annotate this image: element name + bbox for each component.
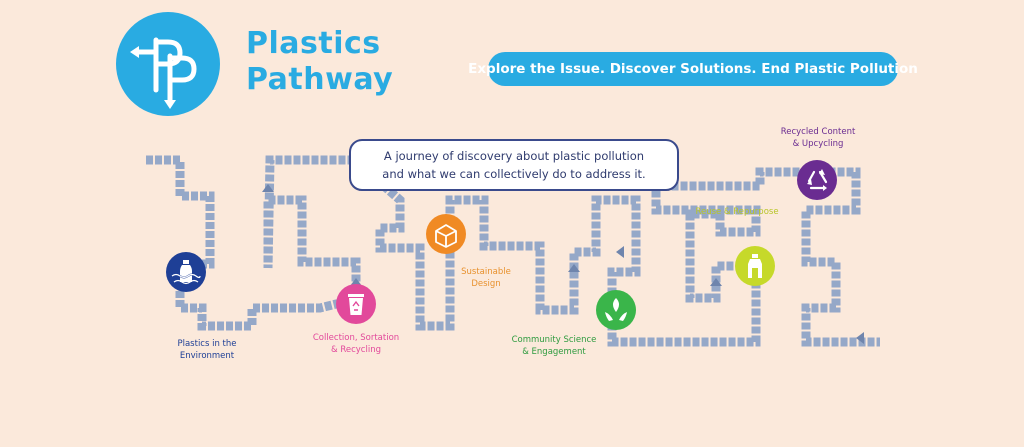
bottle-building-icon (748, 254, 762, 278)
recycle-triangle-icon (807, 169, 828, 191)
intro-line-1: A journey of discovery about plastic pol… (383, 149, 645, 163)
label-community-science-engagement[interactable]: Community Science & Engagement (502, 334, 606, 358)
pathway-arrow-icon (710, 278, 722, 286)
pathway-tiles (146, 155, 880, 347)
pp-arrows-logo-icon (130, 37, 197, 109)
recycling-bin-icon (348, 294, 364, 315)
title-line-1: Plastics (246, 26, 381, 61)
page-title: Plastics Pathway (246, 26, 393, 98)
label-line: Plastics in the (177, 339, 237, 349)
tagline-banner[interactable]: Explore the Issue. Discover Solutions. E… (468, 52, 918, 86)
label-line: Collection, Sortation (312, 333, 400, 343)
box-design-icon (435, 224, 457, 248)
title-line-2: Pathway (246, 62, 394, 97)
label-line: & Upcycling (792, 139, 844, 149)
label-line: Environment (179, 351, 235, 361)
stop-collection-sortation-recycling[interactable] (336, 284, 376, 324)
pathway-arrow-icon (856, 332, 864, 344)
label-line: & Engagement (522, 347, 586, 357)
label-recycled-content-upcycling[interactable]: Recycled Content & Upcycling (766, 126, 870, 150)
label-sustainable-design[interactable]: Sustainable Design (456, 266, 516, 290)
pathway-arrow-icon (568, 264, 580, 272)
label-reuse-repurpose[interactable]: Reuse & Repurpose (682, 206, 792, 218)
stop-reuse-repurpose[interactable] (735, 246, 775, 286)
plastics-pathway-logo[interactable] (116, 12, 220, 116)
bottle-in-water-icon (171, 260, 201, 285)
label-plastics-in-environment[interactable]: Plastics in the Environment (164, 338, 250, 362)
intro-callout: A journey of discovery about plastic pol… (349, 139, 679, 191)
label-line: Design (471, 279, 501, 289)
stop-plastics-in-environment[interactable] (166, 252, 206, 292)
pathway-arrow-icon (262, 184, 274, 192)
label-line: & Recycling (331, 345, 381, 355)
label-line: Recycled Content (780, 127, 856, 137)
stop-recycled-content-upcycling[interactable] (797, 160, 837, 200)
label-collection-sortation-recycling[interactable]: Collection, Sortation & Recycling (296, 332, 416, 356)
stop-community-science-engagement[interactable] (596, 290, 636, 330)
label-line: Reuse & Repurpose (695, 207, 779, 217)
intro-line-2: and what we can collectively do to addre… (382, 167, 646, 181)
label-line: Sustainable (461, 267, 511, 277)
label-line: Community Science (511, 335, 597, 345)
hands-leaves-icon (605, 298, 627, 321)
pathway-arrow-icon (616, 246, 624, 258)
stop-sustainable-design[interactable] (426, 214, 466, 254)
